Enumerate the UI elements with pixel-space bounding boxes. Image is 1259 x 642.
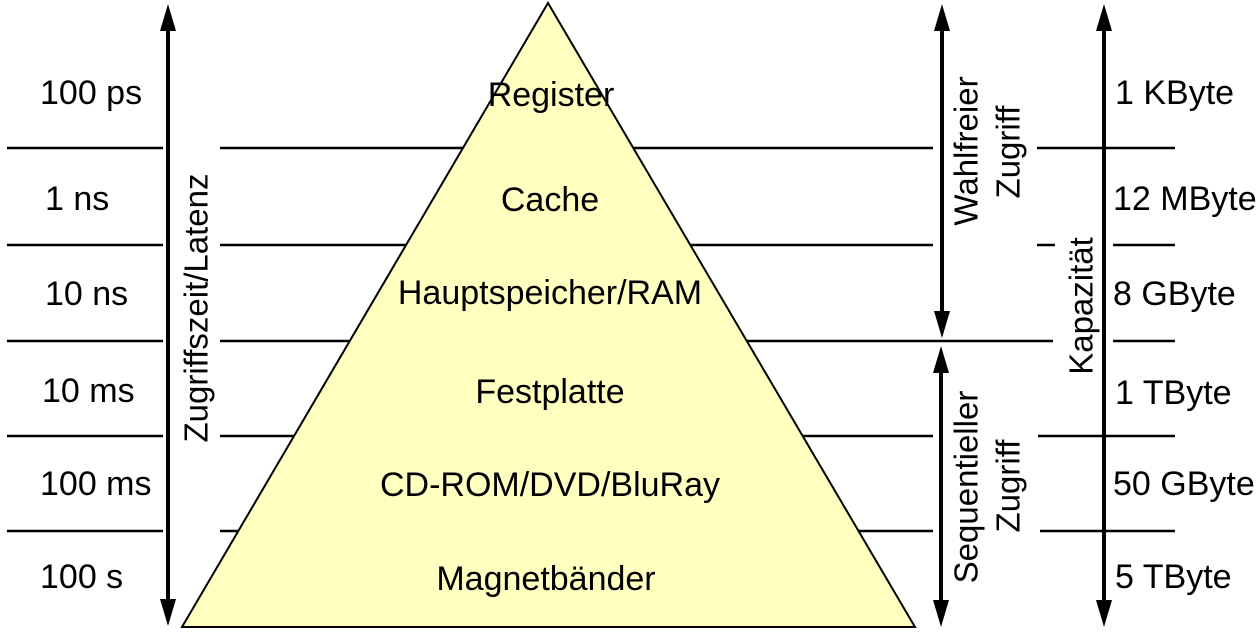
pyramid-level-labels: Register Cache Hauptspeicher/RAM Festpla… (380, 76, 720, 598)
level-label-cache: Cache (501, 181, 599, 219)
access-time-festplatte: 10 ms (42, 372, 135, 410)
level-label-magnetbaender: Magnetbänder (436, 560, 655, 598)
random-access-label-line1: Wahlfreier (948, 76, 985, 225)
pyramid-shape (180, 1, 917, 628)
capacity-festplatte: 1 TByte (1115, 374, 1232, 412)
access-time-magnetbaender: 100 s (40, 558, 123, 596)
random-access-arrow: Wahlfreier Zugriff (934, 4, 1027, 338)
access-time-cdrom: 100 ms (40, 465, 152, 503)
level-label-ram: Hauptspeicher/RAM (398, 274, 702, 312)
access-time-register: 100 ps (40, 74, 142, 112)
sequential-access-arrow: Sequentieller Zugriff (933, 346, 1027, 627)
access-time-cache: 1 ns (45, 180, 109, 218)
latency-arrow-head-up-icon (160, 4, 176, 31)
latency-arrow-head-down-icon (160, 599, 176, 626)
capacity-axis: Kapazität 1 KByte 12 MByte 8 GByte 1 TBy… (1063, 4, 1257, 627)
latency-axis: Zugriffszeit/Latenz 100 ps 1 ns 10 ns 10… (40, 4, 215, 626)
capacity-cache: 12 MByte (1113, 180, 1257, 218)
random-access-arrow-head-up-icon (934, 4, 950, 31)
random-access-label-line2: Zugriff (990, 105, 1027, 199)
capacity-magnetbaender: 5 TByte (1115, 558, 1232, 596)
capacity-ram: 8 GByte (1113, 275, 1236, 313)
sequential-access-arrow-head-down-icon (933, 600, 949, 627)
random-access-arrow-head-down-icon (934, 311, 950, 338)
capacity-arrow-head-down-icon (1096, 600, 1112, 627)
latency-axis-label: Zugriffszeit/Latenz (178, 173, 215, 442)
access-time-ram: 10 ns (45, 275, 128, 313)
capacity-cdrom: 50 GByte (1113, 465, 1255, 503)
sequential-access-label-line1: Sequentieller (948, 391, 985, 584)
level-label-cdrom: CD-ROM/DVD/BluRay (380, 466, 720, 504)
capacity-axis-label: Kapazität (1063, 237, 1100, 375)
sequential-access-label-line2: Zugriff (990, 439, 1027, 533)
capacity-arrow-head-up-icon (1096, 4, 1112, 31)
capacity-register: 1 KByte (1115, 74, 1234, 112)
sequential-access-arrow-head-up-icon (933, 346, 949, 373)
level-label-register: Register (488, 76, 615, 114)
level-label-festplatte: Festplatte (475, 373, 624, 411)
